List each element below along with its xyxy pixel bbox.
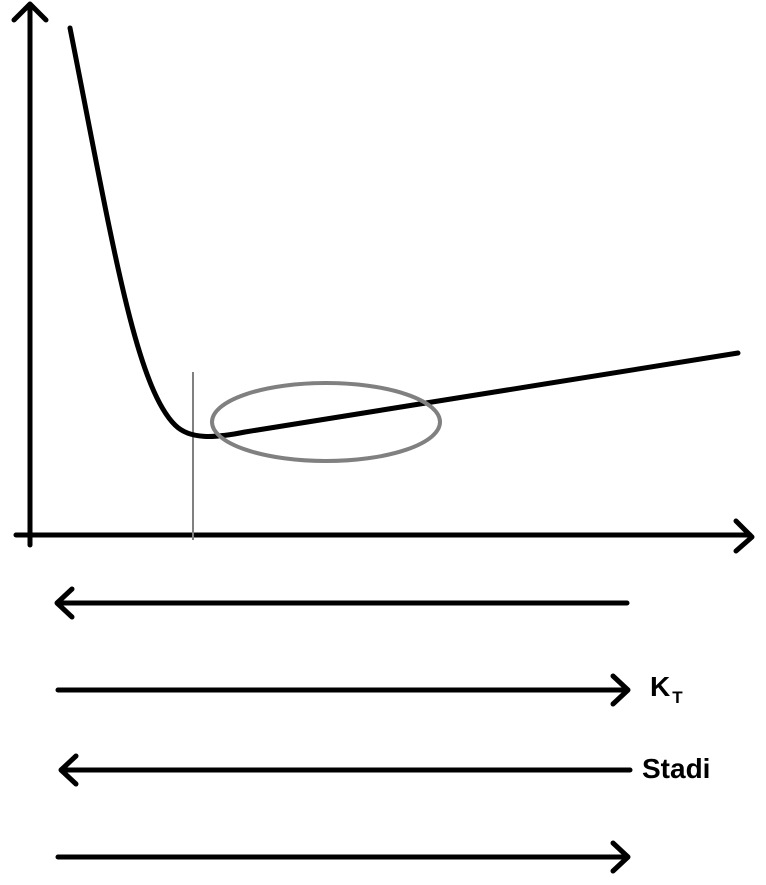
arrow-row-3 xyxy=(58,753,633,787)
arrow-row-1-head xyxy=(54,586,75,620)
arrow-rows xyxy=(54,586,633,874)
arrow-row-2 xyxy=(55,673,631,707)
axes xyxy=(11,1,755,554)
arrow-row-4-head xyxy=(610,840,631,874)
cost-curve xyxy=(67,25,741,439)
arrow-row-2-head xyxy=(610,673,631,707)
x-axis-arrowhead xyxy=(733,518,755,554)
stadi-label: Stadi xyxy=(642,753,711,784)
highlight-ellipse xyxy=(210,381,442,463)
arrow-row-3-head xyxy=(58,753,79,787)
arrow-row-1 xyxy=(54,586,630,620)
kt-label-main: K xyxy=(650,671,671,702)
y-axis-arrowhead xyxy=(11,1,49,23)
arrow-row-4 xyxy=(55,840,631,874)
kt-label-subscript: T xyxy=(672,688,683,707)
